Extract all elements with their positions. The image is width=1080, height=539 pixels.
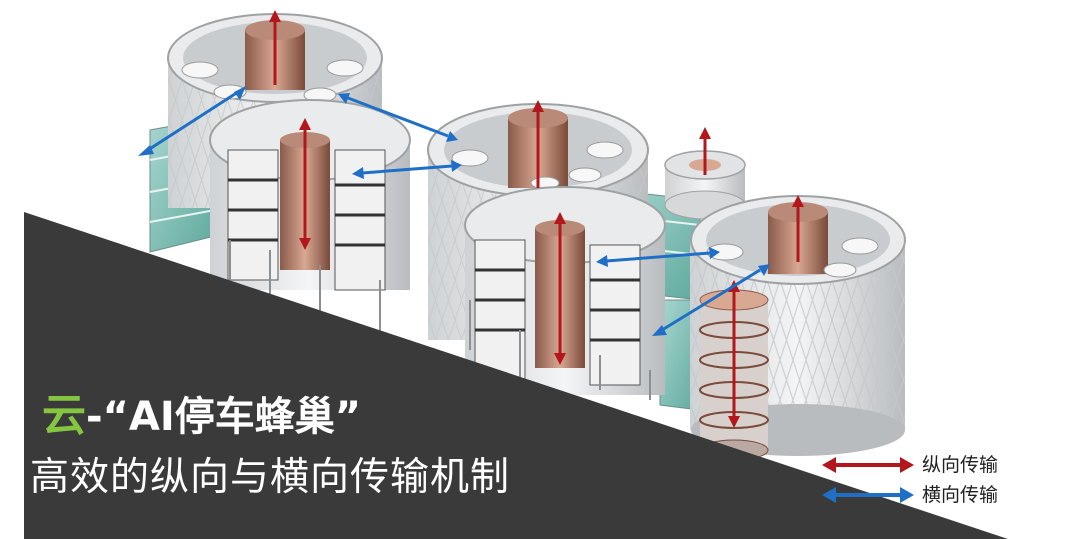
cylinder-tower-front-left — [209, 99, 411, 291]
title-main: “AI停车蜂巢” — [102, 394, 362, 440]
legend-item-horizontal: 横向传输 — [820, 482, 1060, 508]
horizontal-transfer-arrows — [138, 86, 770, 336]
cylinder-tower-front-middle — [464, 186, 666, 395]
slide-title: 云-“AI停车蜂巢” — [42, 386, 361, 446]
legend: 纵向传输 横向传输 — [820, 452, 1060, 512]
double-arrow-icon-blue — [822, 487, 914, 503]
slide-subtitle: 高效的纵向与横向传输机制 — [30, 455, 511, 500]
title-cloud-char: 云 — [42, 390, 86, 441]
title-dash: - — [86, 394, 103, 440]
double-arrow-icon-red — [822, 457, 914, 473]
vertical-transfer-arrows — [269, 10, 804, 428]
legend-label-vertical: 纵向传输 — [922, 454, 999, 476]
legend-item-vertical: 纵向传输 — [820, 452, 1060, 478]
legend-label-horizontal: 横向传输 — [922, 484, 999, 506]
